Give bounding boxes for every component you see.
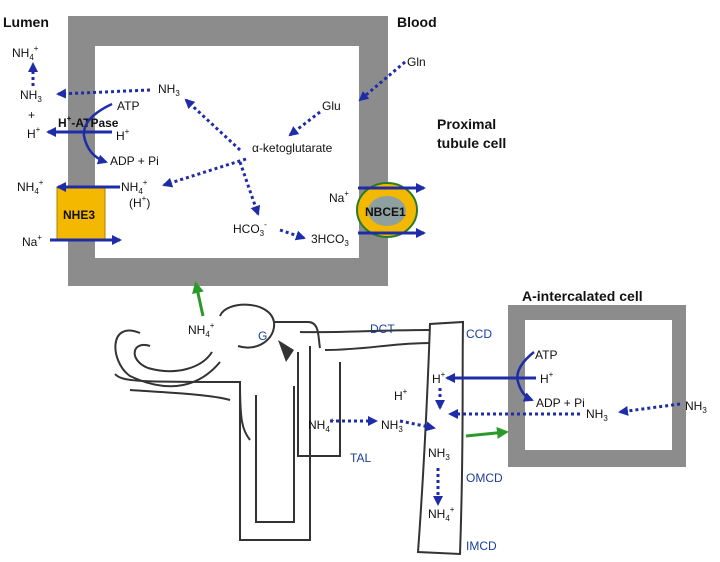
plus-sign: + xyxy=(28,108,35,122)
arrow-aketo-to-nh4 xyxy=(162,157,247,188)
nh3-lumen: NH3 xyxy=(20,88,42,104)
arrow-nh3-blood-to-aic xyxy=(618,402,681,416)
h-paren: (H+) xyxy=(129,194,150,210)
arrow-nh3-tal-to-ccd xyxy=(399,419,436,432)
gln-label: Gln xyxy=(407,55,426,69)
adp2-label: ADP + Pi xyxy=(536,396,585,410)
nh4-lumen-mid: NH4+ xyxy=(17,178,44,196)
glomerulus-dark xyxy=(278,340,294,362)
h-tubule-label: H+ xyxy=(394,387,408,403)
h-ccd-label: H+ xyxy=(432,370,446,386)
proximal-label-line2: tubule cell xyxy=(437,135,506,151)
blood-label: Blood xyxy=(397,14,437,30)
h-atpase-label: H+-ATPase xyxy=(58,114,119,130)
imcd-label: IMCD xyxy=(466,539,497,553)
nh4-cell: NH4+ xyxy=(121,178,148,196)
arrow-green-nh4-to-proximal xyxy=(192,281,205,317)
nhe3-label: NHE3 xyxy=(63,208,95,222)
aic-label: A-intercalated cell xyxy=(522,288,643,304)
nh4-g-label: NH4+ xyxy=(188,321,215,339)
arrow-glu-to-aketo xyxy=(288,110,321,137)
na-blood: Na+ xyxy=(329,189,349,205)
nh3-aic-label: NH3 xyxy=(586,407,608,423)
adp-label: ADP + Pi xyxy=(110,154,159,168)
atp-hydrolysis-curve-aic xyxy=(516,351,535,402)
atp-label: ATP xyxy=(117,99,139,113)
lumen-label: Lumen xyxy=(3,14,49,30)
proximal-cell-interior xyxy=(95,46,359,258)
arrow-green-to-aic xyxy=(465,426,509,439)
nh3-blood2-label: NH3 xyxy=(685,399,707,415)
glu-label: Glu xyxy=(322,99,341,113)
nbce1-core xyxy=(368,196,406,226)
aketo-label: α-ketoglutarate xyxy=(252,141,333,155)
aic-cell-interior xyxy=(525,320,672,450)
hco3-3-label: 3HCO3 xyxy=(311,232,349,248)
g-label: G xyxy=(258,329,267,343)
na-lumen: Na+ xyxy=(22,233,42,249)
arrow-gln-to-glu xyxy=(358,60,406,102)
nh3-tal-label: NH3 xyxy=(381,418,403,434)
arrow-hco3-to-3hco3 xyxy=(279,228,306,241)
atp-hydrolysis-curve xyxy=(82,102,113,165)
nh3-cell: NH3 xyxy=(158,82,180,98)
nh4-tal-label: NH4+ xyxy=(308,416,335,434)
ccd-label: CCD xyxy=(466,327,492,341)
nephron-tubule xyxy=(114,303,465,556)
h-cell: H+ xyxy=(116,127,130,143)
proximal-label-line1: Proximal xyxy=(437,116,496,132)
h-aic-label: H+ xyxy=(540,370,554,386)
arrow-aketo-to-nh3 xyxy=(184,98,242,152)
omcd-label: OMCD xyxy=(466,471,503,485)
nh4-imcd-label: NH4+ xyxy=(428,505,455,523)
tal-label: TAL xyxy=(350,451,371,465)
dct-label: DCT xyxy=(370,322,395,336)
h-lumen: H+ xyxy=(27,125,41,141)
nbce1-label: NBCE1 xyxy=(365,205,406,219)
nhe3-transporter xyxy=(56,187,106,241)
hco3-label: HCO3- xyxy=(233,220,267,238)
atp2-label: ATP xyxy=(535,348,557,362)
nh3-omcd-label: NH3 xyxy=(428,446,450,462)
nh4-lumen-top: NH4+ xyxy=(12,44,39,62)
